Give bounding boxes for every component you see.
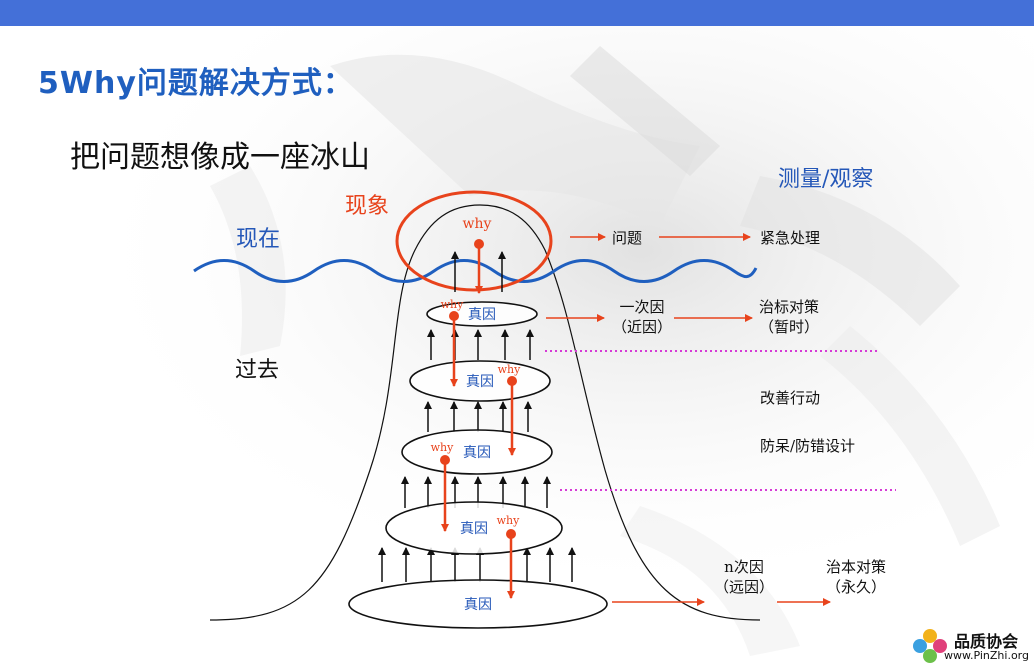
nth-cause-line-1: n次因 (724, 558, 764, 576)
permanent-measure-label: 治本对策 （永久） (826, 557, 886, 597)
root-cause-ellipse (401, 429, 553, 475)
first-cause-label: 一次因 （近因） (612, 297, 672, 337)
water-line (193, 259, 758, 283)
why-arrow-group: why why why why why (431, 216, 522, 599)
right-arrow-group (546, 233, 831, 606)
permanent-measure-line-2: （永久） (826, 578, 887, 596)
now-label: 现在 (236, 227, 281, 252)
why-label: why (498, 363, 522, 376)
why-label: why (497, 514, 521, 527)
background-photo (0, 26, 1034, 667)
emergency-handling-label: 紧急处理 (760, 229, 821, 247)
phenomenon-label: 现象 (345, 194, 390, 219)
brand-logo: 品质协会 www.PinZhi.org (908, 626, 1030, 666)
why-label: why (463, 216, 492, 232)
root-cause-ellipse (385, 501, 563, 555)
temporary-measure-label: 治标对策 （暂时） (759, 297, 819, 337)
root-cause-ellipse (409, 360, 551, 402)
slide-title: 5Why问题解决方式： (38, 66, 354, 101)
root-cause-label: 真因 (460, 521, 488, 537)
nth-cause-label: n次因 （远因） (714, 557, 774, 597)
logo-url: www.PinZhi.org (944, 649, 1029, 662)
phenomenon-circle (395, 190, 553, 292)
first-cause-line-1: 一次因 (619, 298, 665, 316)
permanent-measure-line-1: 治本对策 (826, 558, 887, 576)
root-cause-label: 真因 (466, 374, 494, 390)
flower-logo-icon (913, 629, 947, 663)
iceberg-outline (209, 204, 761, 621)
root-cause-ellipse (348, 579, 608, 629)
mistake-proofing-label: 防呆/防错设计 (760, 437, 856, 455)
first-cause-line-2: （近因） (612, 318, 673, 336)
root-cause-label: 真因 (464, 597, 492, 613)
nth-cause-line-2: （远因） (714, 578, 775, 596)
temporary-measure-line-2: （暂时） (759, 318, 820, 336)
slide-subtitle: 把问题想像成一座冰山 (70, 140, 370, 175)
measure-observe-label: 测量/观察 (778, 167, 874, 192)
logo-name: 品质协会 (954, 632, 1019, 651)
why-label: why (431, 441, 455, 454)
past-label: 过去 (235, 358, 280, 383)
top-bar (0, 0, 1034, 26)
why-label: why (441, 298, 465, 311)
improvement-action-label: 改善行动 (760, 389, 821, 407)
root-cause-label: 真因 (463, 445, 491, 461)
temporary-measure-line-1: 治标对策 (759, 298, 820, 316)
problem-label: 问题 (612, 229, 643, 247)
root-cause-label: 真因 (468, 307, 496, 323)
